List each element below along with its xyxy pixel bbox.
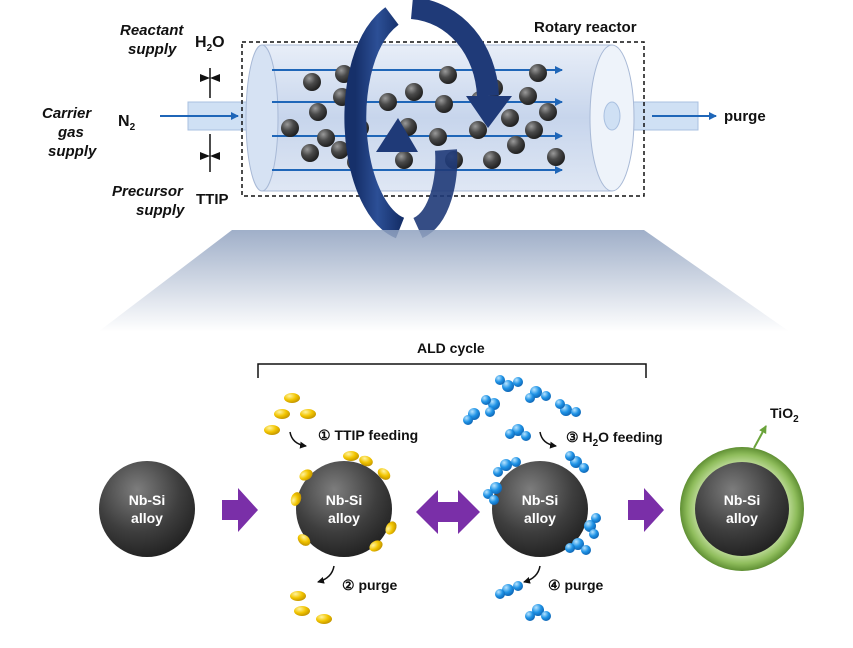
- step3-label: ③ H2O feeding: [566, 429, 663, 449]
- nb-si-particle-coated: [695, 462, 789, 556]
- water-molecules-purged: [495, 581, 551, 621]
- water-molecules-adsorbed: [483, 451, 601, 555]
- particle-label-line2: alloy: [131, 510, 163, 526]
- ttip-molecules-purged: [290, 591, 332, 624]
- precursor-supply-label-line1: Precursor: [112, 183, 184, 200]
- reactant-valve-icon: [200, 68, 220, 98]
- reactant-formula: H2O: [195, 34, 225, 54]
- ald-cycle-bracket: [257, 363, 647, 378]
- particle-label-line1: Nb-Si: [724, 492, 761, 508]
- purge-arrow-2: [523, 565, 541, 584]
- reactant-supply-label-line1: Reactant: [120, 22, 184, 39]
- ttip-feed-arrow: [289, 431, 307, 449]
- carrier-gas-label-line2: gas: [57, 124, 84, 141]
- water-molecules-feed: [463, 375, 581, 441]
- process-arrow: [628, 488, 664, 532]
- step1-label: ① TTIP feeding: [318, 427, 418, 443]
- reactor-title: Rotary reactor: [534, 19, 637, 36]
- precursor-supply-label-line2: supply: [136, 202, 185, 219]
- step2-label: ② purge: [342, 577, 398, 593]
- carrier-gas-label-line3: supply: [48, 143, 97, 160]
- ald-cycle-label: ALD cycle: [417, 340, 485, 356]
- process-arrow: [222, 488, 258, 532]
- particle-label-line1: Nb-Si: [129, 492, 166, 508]
- particle-label-line1: Nb-Si: [522, 492, 559, 508]
- nb-si-particle-ttip: [296, 461, 392, 557]
- purge-arrow-1: [317, 565, 335, 584]
- outlet-purge-label: purge: [724, 108, 766, 125]
- reactor-tube-left-cap: [245, 44, 279, 192]
- ttip-molecules-feed: [264, 393, 316, 435]
- rotary-reactor: Rotary reactor Reactant supply H2O Carri…: [42, 0, 766, 239]
- particle-label-line2: alloy: [524, 510, 556, 526]
- step4-label: ④ purge: [548, 577, 604, 593]
- carrier-gas-label-line1: Carrier: [42, 105, 92, 122]
- nb-si-particle-water: [492, 461, 588, 557]
- ttip-molecules-adsorbed: [290, 451, 397, 552]
- nb-si-particle-initial: [99, 461, 195, 557]
- precursor-valve-icon: [200, 134, 220, 172]
- reactant-supply-label-line2: supply: [128, 41, 177, 58]
- water-feed-arrow: [539, 431, 557, 449]
- particle-label-line2: alloy: [726, 510, 758, 526]
- cycle-double-arrow: [416, 490, 480, 534]
- carrier-formula: N2: [118, 113, 136, 133]
- tio2-pointer-arrow: [753, 425, 767, 449]
- particle-label-line1: Nb-Si: [326, 492, 363, 508]
- ald-process: ALD cycle Nb-Si alloy Nb-Si alloy ① TTIP…: [99, 340, 804, 624]
- tio2-label: TiO2: [770, 405, 799, 425]
- precursor-formula: TTIP: [196, 191, 229, 208]
- particle-label-line2: alloy: [328, 510, 360, 526]
- zoom-funnel: [98, 230, 790, 332]
- outlet-pipe-end: [603, 101, 621, 131]
- rotation-arrow: [344, 0, 512, 239]
